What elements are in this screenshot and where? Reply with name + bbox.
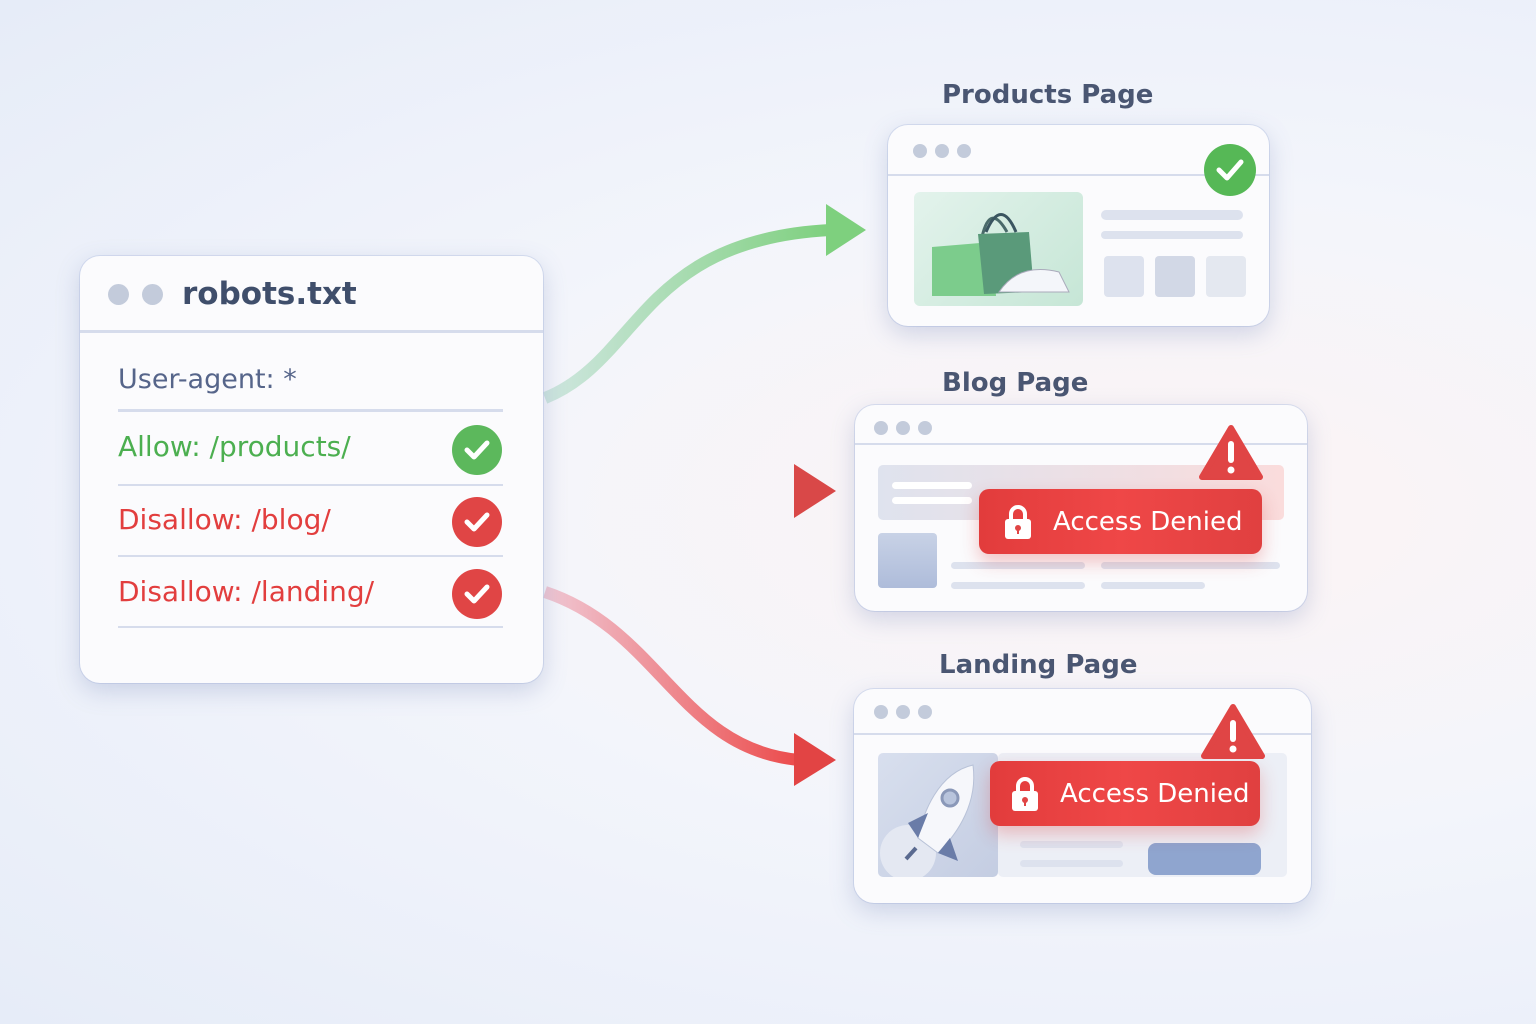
check-circle-icon: [452, 497, 502, 547]
shopping-bag-image: [914, 192, 1083, 306]
landing-page-label: Landing Page: [939, 650, 1138, 680]
divider: [80, 330, 543, 333]
check-circle-icon: [1204, 144, 1256, 196]
check-circle-icon: [452, 569, 502, 619]
robots-title: robots.txt: [182, 276, 357, 312]
text-line: [1101, 562, 1280, 569]
window-dot: [896, 421, 910, 435]
text-line: [1101, 210, 1243, 220]
robots-txt-card: robots.txt User-agent: * Allow: /product…: [80, 256, 543, 683]
window-dot: [874, 705, 888, 719]
user-agent-line: User-agent: *: [118, 364, 297, 395]
lock-icon: [1005, 504, 1031, 539]
text-line: [1101, 231, 1243, 239]
warning-icon: [1199, 425, 1263, 480]
products-page-label: Products Page: [942, 80, 1154, 110]
lock-icon: [1012, 776, 1038, 811]
window-dot: [913, 144, 927, 158]
blog-arrow: [545, 464, 836, 518]
products-page-card: [888, 125, 1269, 326]
check-circle-icon: [452, 425, 502, 475]
rule-allow-products: Allow: /products/: [118, 430, 351, 463]
text-line: [1020, 841, 1123, 848]
text-line: [1020, 860, 1123, 867]
rocket-image: [878, 753, 998, 881]
divider: [854, 733, 1311, 735]
image-placeholder: [878, 533, 937, 588]
blog-page-label: Blog Page: [942, 368, 1089, 398]
thumbnail: [1206, 256, 1246, 297]
window-dot: [918, 421, 932, 435]
window-dot: [142, 284, 163, 305]
window-dot: [957, 144, 971, 158]
access-denied-banner: Access Denied: [979, 489, 1262, 554]
window-dot: [896, 705, 910, 719]
warning-icon: [1201, 704, 1265, 759]
text-line: [1101, 582, 1205, 589]
access-denied-text: Access Denied: [1053, 506, 1243, 537]
access-denied-banner: Access Denied: [990, 761, 1260, 826]
divider: [118, 409, 503, 412]
rule-disallow-blog: Disallow: /blog/: [118, 503, 331, 536]
text-line: [951, 582, 1085, 589]
cta-button: [1148, 843, 1261, 875]
divider: [855, 443, 1307, 445]
thumbnail: [1155, 256, 1195, 297]
window-dot: [874, 421, 888, 435]
landing-arrow: [543, 586, 836, 786]
thumbnail: [1104, 256, 1144, 297]
rule-disallow-landing: Disallow: /landing/: [118, 575, 375, 608]
window-dot: [935, 144, 949, 158]
divider: [118, 484, 503, 486]
allow-arrow: [542, 204, 866, 404]
divider: [118, 626, 503, 628]
window-dot: [918, 705, 932, 719]
divider: [118, 555, 503, 557]
text-line: [892, 482, 972, 489]
divider: [888, 174, 1269, 176]
access-denied-text: Access Denied: [1060, 778, 1250, 809]
text-line: [951, 562, 1085, 569]
window-dot: [108, 284, 129, 305]
text-line: [892, 497, 972, 504]
